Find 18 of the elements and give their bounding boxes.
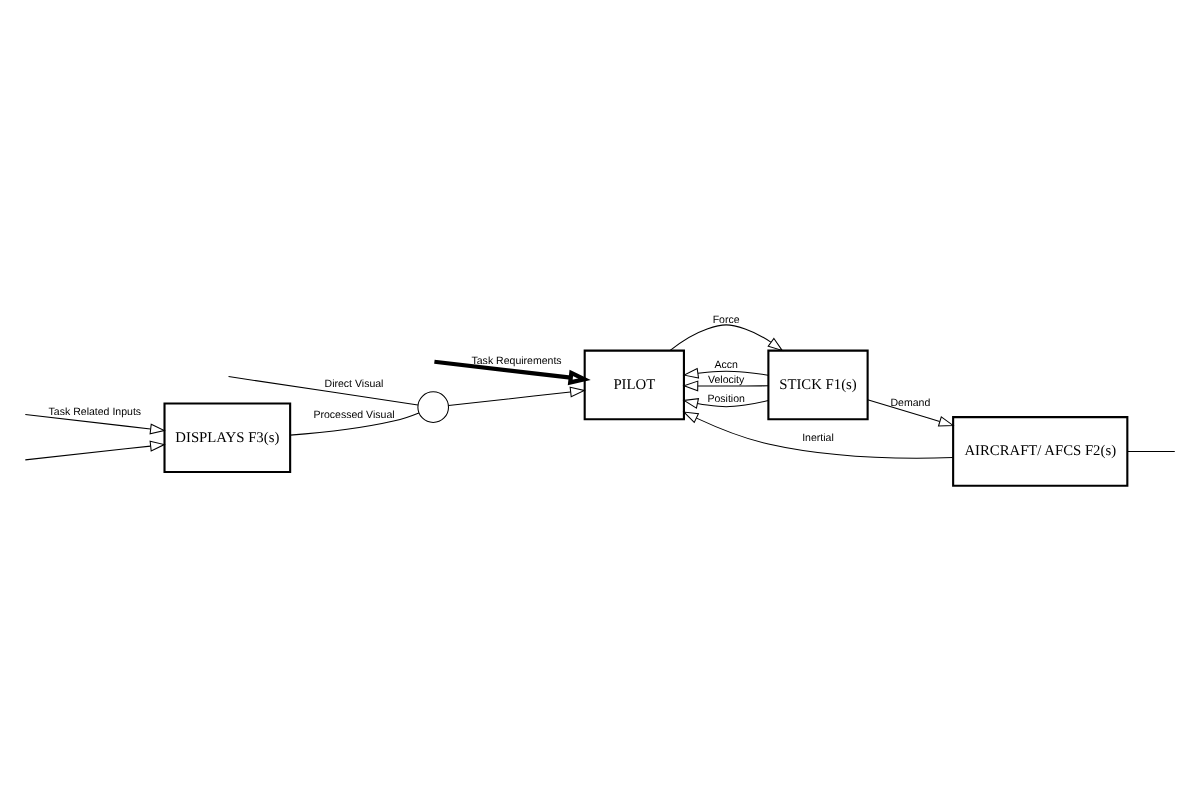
arrow xyxy=(682,380,769,392)
arrow xyxy=(434,359,591,386)
connector xyxy=(228,376,419,406)
node-box: DISPLAYS F3(s) xyxy=(163,402,292,474)
arrow xyxy=(24,440,166,461)
arrow xyxy=(669,324,784,352)
node-circle xyxy=(417,391,450,423)
node-box: AIRCRAFT/ AFCS F2(s) xyxy=(952,416,1129,487)
node-box: STICK F1(s) xyxy=(767,349,869,421)
node-box: PILOT xyxy=(583,349,685,421)
arrow xyxy=(682,367,769,379)
arrow xyxy=(867,399,955,427)
arrow xyxy=(448,386,586,407)
arrow xyxy=(24,414,166,435)
connector xyxy=(289,412,420,436)
arrow xyxy=(682,411,954,459)
arrow xyxy=(682,398,769,409)
connector xyxy=(1126,450,1176,452)
